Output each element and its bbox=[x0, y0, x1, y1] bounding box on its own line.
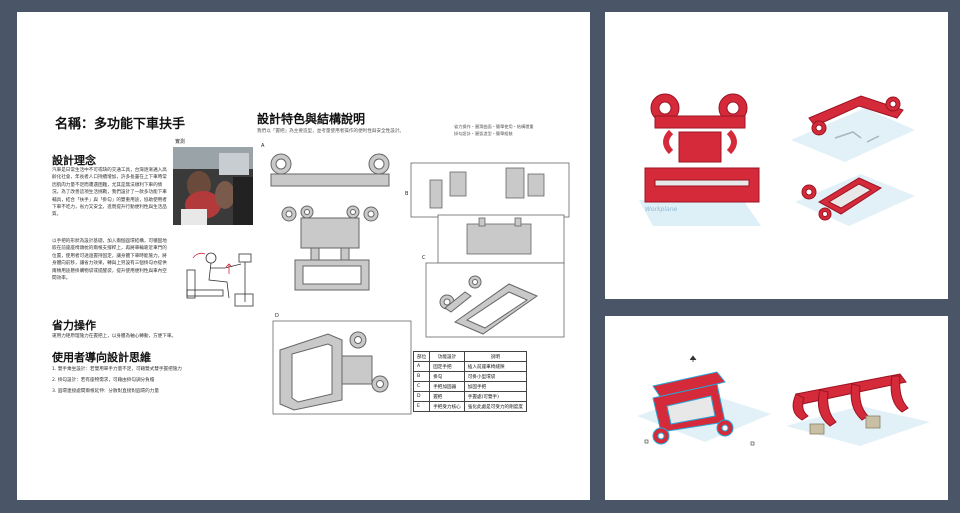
render-panel-bottom bbox=[605, 316, 948, 500]
concept-paragraph-2: 以手把的形狀為設計基礎，加入兩個圓環結構，可穩固地嵌在前座座椅頭枕的兩根支撐桿上… bbox=[52, 239, 167, 282]
table-header: 功能設計 bbox=[429, 351, 465, 362]
view-label-c: C bbox=[422, 255, 426, 261]
features-heading: 設計特色與結構說明 bbox=[257, 112, 366, 126]
table-cell: 強化此處是可受力的剛度度 bbox=[463, 401, 527, 412]
table-row: B 掛勾 可掛小型環袋 bbox=[412, 371, 527, 382]
workplane-watermark: Workplane bbox=[645, 206, 678, 213]
features-subtitle: 我們以「握把」為主要造型，並考量使用者操作的便利性與安全性設計。 bbox=[257, 129, 405, 134]
effort-heading: 省力操作 bbox=[52, 319, 96, 332]
perspective-view-drawing-d bbox=[272, 320, 412, 415]
user-point: 1. 雙手乘坐設計：若雙用單手力量不足，可藉雙式雙手握把施力 bbox=[52, 367, 182, 372]
poster-title: 名稱：多功能下車扶手 bbox=[55, 117, 186, 132]
isometric-view-drawing bbox=[425, 262, 565, 338]
render-panel-top: Workplane bbox=[605, 12, 948, 299]
photo-caption: 實測 bbox=[175, 139, 186, 145]
table-row: E 手把受力核心 強化此處是可受力的剛度度 bbox=[412, 401, 527, 412]
view-label-a: A bbox=[261, 143, 265, 149]
concept-paragraph-1: 汽車是日常生活中不可或缺的交通工具，台灣逐漸邁入高齡化社會，年長者人口持續增加，… bbox=[52, 168, 167, 218]
table-cell: E bbox=[412, 401, 431, 412]
side-view-drawing-b bbox=[410, 162, 570, 218]
front-view-drawing bbox=[270, 153, 390, 291]
model-render-bottom-isometric bbox=[795, 174, 915, 226]
model-render-top-isometric bbox=[791, 95, 915, 162]
table-cell: 手握處(可雙手) bbox=[463, 391, 527, 402]
table-cell: 可掛小型環袋 bbox=[463, 371, 527, 382]
view-label-d: D bbox=[275, 313, 279, 319]
features-note: 掛勾設計・圓弧造型・簡單組裝 bbox=[454, 131, 513, 136]
parts-legend-table: 部位 功能設計 說明 A 固定手把 插入前座車椅縫隙 B 掛勾 可掛小型環袋 C… bbox=[412, 351, 527, 412]
table-cell: 掛勾 bbox=[429, 371, 465, 382]
model-render-hooks bbox=[786, 373, 930, 446]
poster-panel: 名稱：多功能下車扶手 設計理念 汽車是日常生活中不可或缺的交通工具，台灣逐漸邁入… bbox=[17, 12, 590, 500]
table-row: A 固定手把 插入前座車椅縫隙 bbox=[412, 361, 527, 372]
table-cell: 手把加固器 bbox=[429, 381, 465, 392]
model-render-front bbox=[639, 93, 761, 226]
table-row: C 手把加固器 加固手把 bbox=[412, 381, 527, 392]
model-render-selected bbox=[637, 355, 771, 446]
table-cell: A bbox=[412, 361, 431, 372]
table-cell: 加固手把 bbox=[463, 381, 527, 392]
table-header: 說明 bbox=[463, 351, 527, 362]
user-design-heading: 使用者導向設計思維 bbox=[52, 351, 151, 364]
user-point: 2. 掛勾設計：若有座物需求，可藉由掛勾調分負擔 bbox=[52, 378, 155, 383]
effort-desc: 運用力矩原理施力在握把上，以身體為軸心轉動，方便下車。 bbox=[52, 334, 177, 339]
table-cell: 固定手把 bbox=[429, 361, 465, 372]
table-cell: 握把 bbox=[429, 391, 465, 402]
table-row: D 握把 手握處(可雙手) bbox=[412, 391, 527, 402]
features-note: 省力操作・圓滑曲面・簡單使用・結構穩重 bbox=[454, 124, 534, 129]
seated-figure-diagram bbox=[186, 252, 254, 307]
test-photo bbox=[173, 147, 253, 225]
user-point: 3. 圓環連接處間兩根延伸：分散對直接對圓環的力量 bbox=[52, 389, 159, 394]
design-concept-heading: 設計理念 bbox=[52, 154, 96, 167]
table-cell: 手把受力核心 bbox=[429, 401, 465, 412]
table-cell: D bbox=[412, 391, 431, 402]
table-cell: B bbox=[412, 371, 431, 382]
view-label-b: B bbox=[405, 191, 409, 197]
table-cell: C bbox=[412, 381, 431, 392]
section-view-drawing bbox=[437, 214, 565, 264]
table-header: 部位 bbox=[412, 351, 431, 362]
table-cell: 插入前座車椅縫隙 bbox=[463, 361, 527, 372]
